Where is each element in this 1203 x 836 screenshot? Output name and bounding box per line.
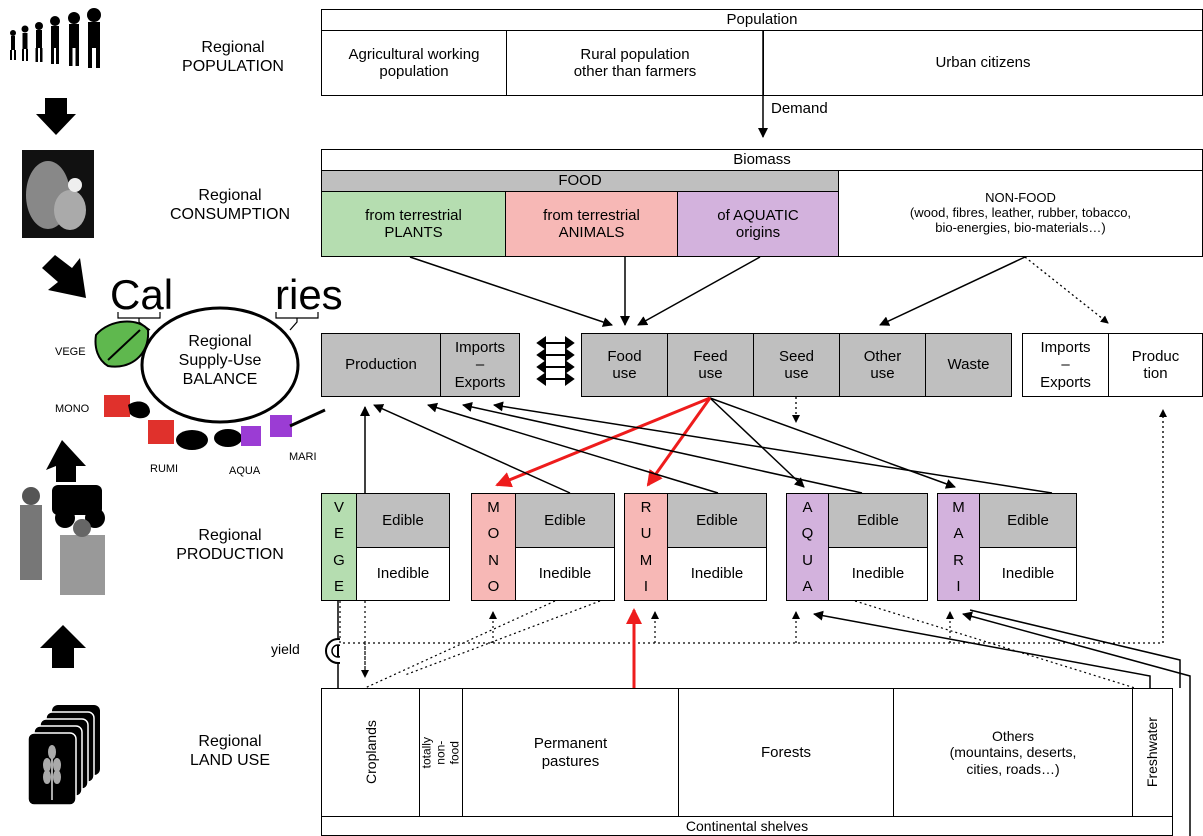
- feed-to-mono-arrow: [495, 396, 711, 488]
- aquatic-cell: of AQUATIC origins: [677, 191, 839, 257]
- rumi-icon: [148, 420, 174, 444]
- supply-use-balance-ellipse: [140, 306, 300, 424]
- imports-exports-cell: Imports – Exports: [440, 333, 520, 397]
- balance-double-arrows: [536, 336, 575, 386]
- aqua-inedible-cell: Inedible: [828, 547, 928, 601]
- left-illustrations: [10, 8, 340, 806]
- icon-label-rumi: RUMI: [150, 463, 179, 475]
- label-regional-consumption: Regional CONSUMPTION: [170, 187, 290, 224]
- mari-edible-cell: Edible: [979, 493, 1077, 548]
- population-people-icon: [10, 8, 101, 68]
- plants-to-food-arrow: [409, 256, 613, 327]
- waste-cell: Waste: [925, 333, 1012, 397]
- ries-bracket: [275, 312, 319, 331]
- feed-use-cell: Feed use: [667, 333, 754, 397]
- rumi-inedible-cell: Inedible: [667, 547, 767, 601]
- icon-label-vege: VEGE: [55, 346, 86, 358]
- label-regional-land-use: Regional LAND USE: [189, 733, 271, 770]
- diagonal-arrow-icon: [42, 255, 86, 298]
- label-regional-population: Regional POPULATION: [182, 39, 284, 76]
- calories-ries: ries: [275, 271, 343, 318]
- seed-use-cell: Seed use: [753, 333, 840, 397]
- food-use-cell: Food use: [581, 333, 668, 397]
- icon-label-aqua: AQUA: [229, 465, 261, 477]
- production-farmer-icon: [20, 485, 105, 595]
- nonfood-imports-exports-cell: Imports – Exports: [1022, 333, 1109, 397]
- aqua-fish-icon: [214, 429, 242, 447]
- mono-icon: [104, 395, 130, 417]
- land-use-wheat-icon: [27, 705, 100, 806]
- up-arrow-icon: [46, 440, 86, 482]
- aqua-edible-cell: Edible: [828, 493, 928, 548]
- consumption-icon: [22, 150, 94, 238]
- mari-icon: [270, 415, 292, 437]
- nonfood-to-other-arrow: [879, 256, 1026, 326]
- non-food-cell: NON-FOOD (wood, fibres, leather, rubber,…: [838, 170, 1203, 257]
- balance-label: Regional Supply-Use BALANCE: [178, 333, 262, 389]
- nonfood-to-imports-arrow: [1024, 256, 1109, 324]
- others-cell: Others (mountains, deserts, cities, road…: [893, 688, 1133, 817]
- up-arrow-icon-2: [40, 625, 86, 668]
- down-arrow-icon: [36, 98, 76, 135]
- rural-population-cell: Rural population other than farmers: [506, 30, 764, 96]
- animals-cell: from terrestrial ANIMALS: [505, 191, 678, 257]
- vege-inedible-cell: Inedible: [356, 547, 450, 601]
- feed-to-rumi-arrow: [646, 397, 712, 487]
- demand-label: Demand: [771, 100, 828, 117]
- icon-label-mono: MONO: [55, 403, 90, 415]
- other-use-cell: Other use: [839, 333, 926, 397]
- mari-inedible-cell: Inedible: [979, 547, 1077, 601]
- aquatic-to-food-arrow: [637, 256, 761, 326]
- vege-leaf-icon: [94, 320, 150, 368]
- calories-cal: Cal: [110, 271, 174, 318]
- vege-letter: V: [333, 498, 344, 516]
- mono-edible-cell: Edible: [515, 493, 615, 548]
- vege-edible-cell: Edible: [356, 493, 450, 548]
- mono-inedible-cell: Inedible: [515, 547, 615, 601]
- rumi-edible-cell: Edible: [667, 493, 767, 548]
- production-cell: Production: [321, 333, 441, 397]
- yield-label: yield: [271, 641, 300, 657]
- plants-cell: from terrestrial PLANTS: [321, 191, 506, 257]
- icon-label-mari: MARI: [289, 451, 317, 463]
- label-regional-production: Regional PRODUCTION: [176, 527, 284, 564]
